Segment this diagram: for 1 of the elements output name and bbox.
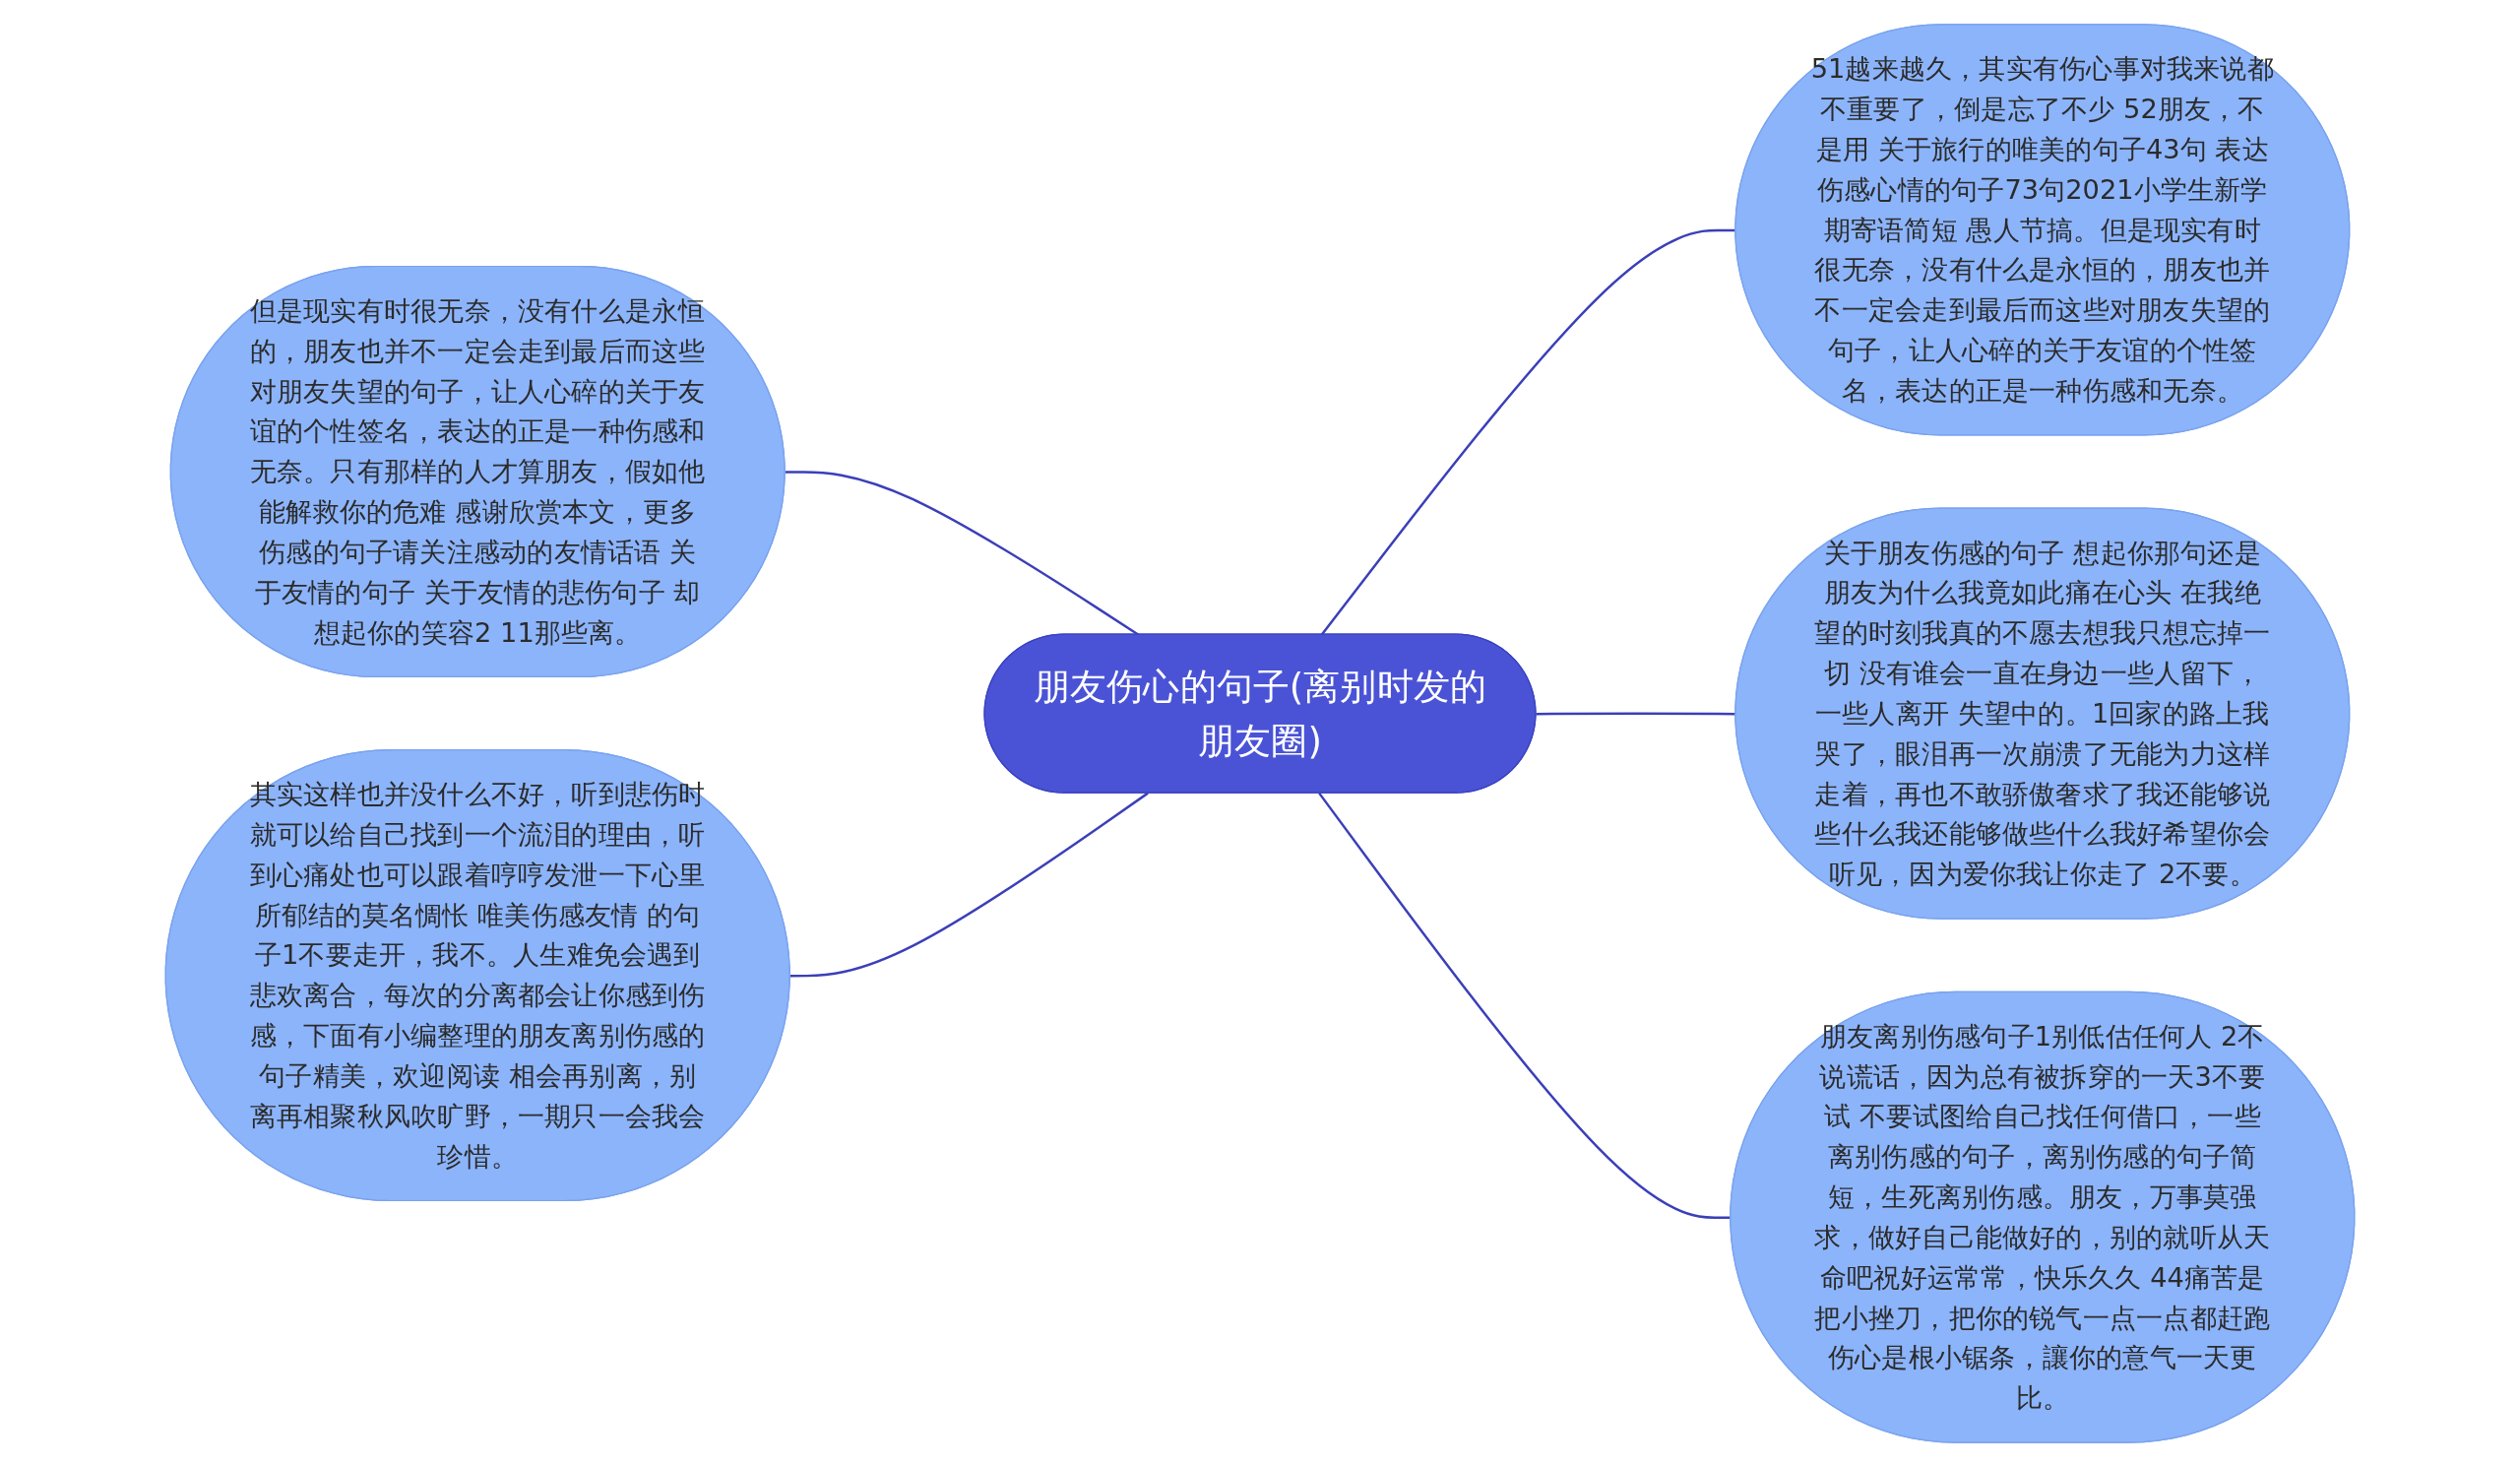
connector <box>789 792 1149 977</box>
